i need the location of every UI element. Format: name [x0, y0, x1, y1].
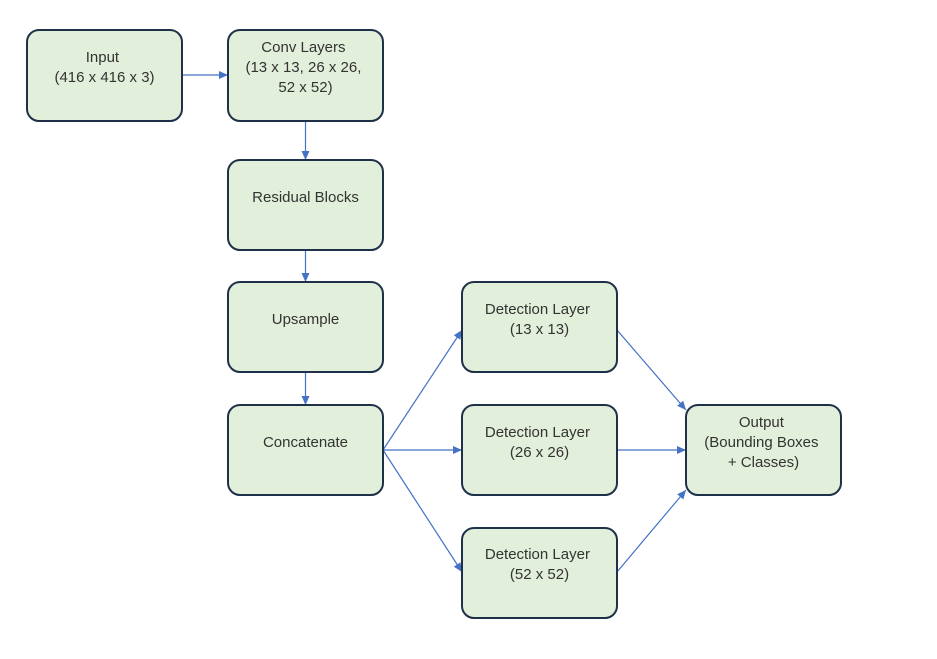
node-input: Input (416 x 416 x 3): [26, 29, 183, 122]
node-input-line-2: (416 x 416 x 3): [54, 69, 154, 86]
node-concatenate: Concatenate: [227, 404, 384, 496]
node-residual-blocks-label: Residual Blocks: [252, 189, 359, 206]
node-detection-layer-26-box: [461, 404, 618, 496]
node-output-box: [685, 404, 842, 496]
node-upsample-box: [227, 281, 384, 373]
node-conv-layers-line-1: Conv Layers: [261, 39, 345, 56]
node-conv-layers-label: Conv Layers (13 x 13, 26 x 26, 52 x 52): [245, 39, 365, 96]
node-conv-layers-line-2: (13 x 13, 26 x 26,: [245, 59, 361, 76]
node-conv-layers-line-3: 52 x 52): [278, 79, 332, 96]
edge-concat-to-det13: [382, 329, 463, 451]
nodes: Input (416 x 416 x 3) Conv Layers (13 x …: [26, 29, 842, 619]
node-concatenate-label: Concatenate: [263, 434, 348, 451]
node-upsample-line-1: Upsample: [272, 311, 340, 328]
node-detection-layer-13-box: [461, 281, 618, 373]
node-output-line-3: + Classes): [728, 454, 799, 471]
node-output-label: Output (Bounding Boxes + Classes): [704, 414, 822, 471]
edge-concat-to-det52: [382, 449, 463, 573]
node-residual-blocks-line-1: Residual Blocks: [252, 189, 359, 206]
node-input-label: Input (416 x 416 x 3): [54, 49, 154, 86]
node-detection-layer-26: Detection Layer (26 x 26): [461, 404, 618, 496]
node-detection-layer-13-line-2: (13 x 13): [510, 321, 569, 338]
node-output-line-2: (Bounding Boxes: [704, 434, 818, 451]
edge-det13-to-output: [616, 329, 687, 411]
node-detection-layer-52: Detection Layer (52 x 52): [461, 527, 618, 619]
node-detection-layer-26-line-2: (26 x 26): [510, 444, 569, 461]
node-upsample: Upsample: [227, 281, 384, 373]
node-detection-layer-52-line-1: Detection Layer: [485, 546, 590, 563]
node-detection-layer-13: Detection Layer (13 x 13): [461, 281, 618, 373]
node-conv-layers-box: [227, 29, 384, 122]
node-residual-blocks-box: [227, 159, 384, 251]
node-upsample-label: Upsample: [272, 311, 340, 328]
node-residual-blocks: Residual Blocks: [227, 159, 384, 251]
node-input-line-1: Input: [86, 49, 120, 66]
node-detection-layer-13-label: Detection Layer (13 x 13): [485, 301, 594, 338]
node-output-line-1: Output: [739, 414, 785, 431]
node-detection-layer-26-label: Detection Layer (26 x 26): [485, 424, 594, 461]
node-detection-layer-26-line-1: Detection Layer: [485, 424, 590, 441]
node-conv-layers: Conv Layers (13 x 13, 26 x 26, 52 x 52): [227, 29, 384, 122]
node-detection-layer-13-line-1: Detection Layer: [485, 301, 590, 318]
node-output: Output (Bounding Boxes + Classes): [685, 404, 842, 496]
node-detection-layer-52-label: Detection Layer (52 x 52): [485, 546, 594, 583]
edges: [182, 71, 687, 573]
node-concatenate-line-1: Concatenate: [263, 434, 348, 451]
edge-det52-to-output: [616, 489, 687, 573]
node-input-box: [26, 29, 183, 122]
node-detection-layer-52-line-2: (52 x 52): [510, 566, 569, 583]
node-concatenate-box: [227, 404, 384, 496]
node-detection-layer-52-box: [461, 527, 618, 619]
